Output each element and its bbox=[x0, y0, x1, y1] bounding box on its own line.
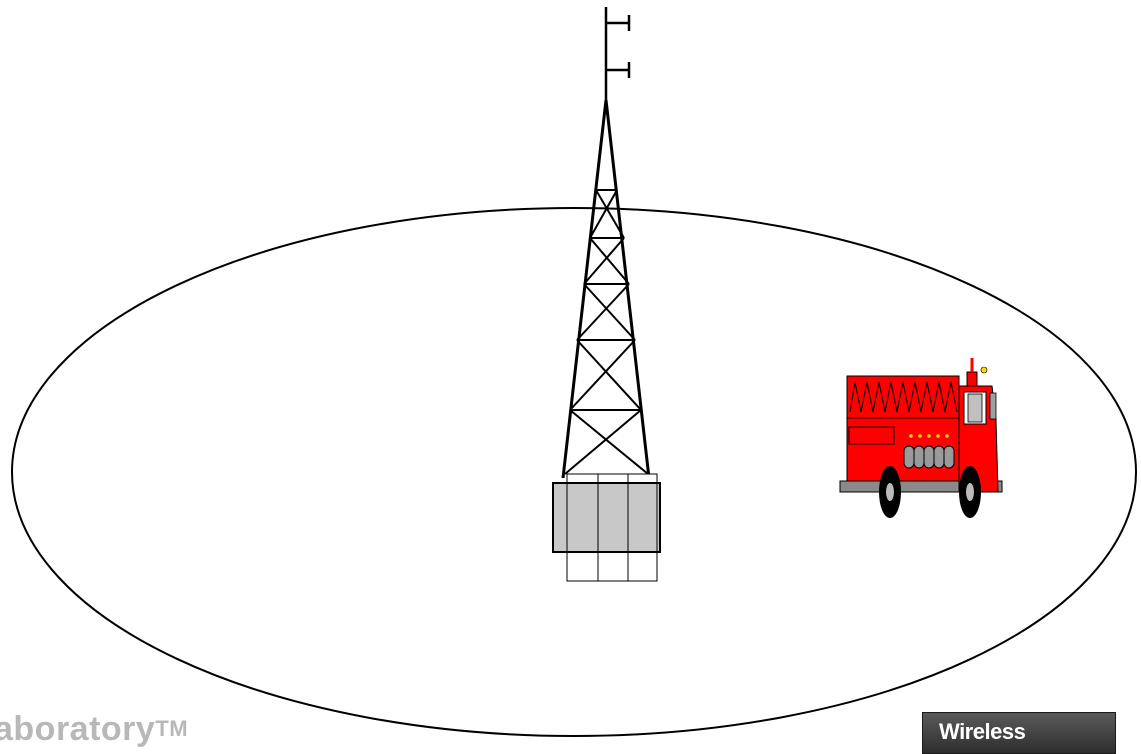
wireless-logo: Wireless bbox=[922, 712, 1116, 754]
radio-tower-icon bbox=[561, 7, 651, 479]
trademark-symbol: TM bbox=[155, 716, 189, 741]
coverage-area-ellipse bbox=[11, 207, 1137, 737]
footer-brand-text: aboratoryTM bbox=[0, 712, 188, 746]
base-station-shelter bbox=[552, 473, 661, 582]
wireless-logo-text: Wireless bbox=[939, 719, 1026, 744]
footer-brand-word: aboratory bbox=[0, 710, 156, 748]
fire-truck-icon bbox=[839, 358, 1003, 518]
